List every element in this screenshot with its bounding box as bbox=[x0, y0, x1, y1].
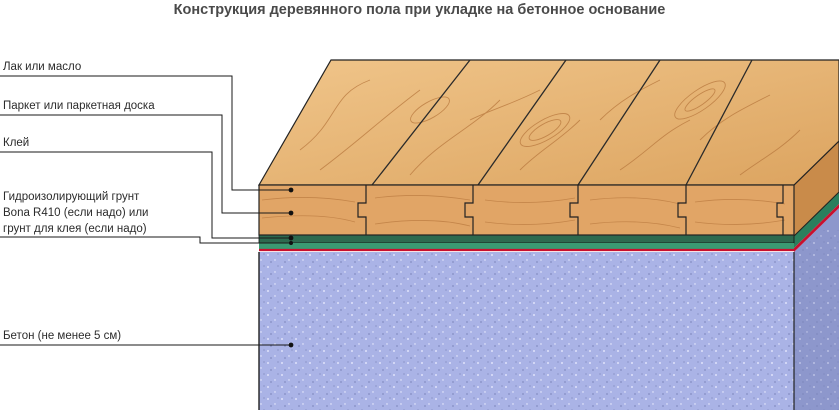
leader-dots bbox=[288, 187, 294, 348]
primer-layer bbox=[259, 243, 794, 249]
front-grain bbox=[261, 195, 786, 229]
label-parquet: Паркет или паркетная доска bbox=[3, 100, 155, 112]
label-glue: Клей bbox=[3, 137, 30, 149]
parquet-front-face bbox=[258, 184, 795, 236]
label-lacquer: Лак или масло bbox=[3, 61, 82, 73]
side-layer-green bbox=[794, 192, 839, 248]
label-primer-line1: Гидроизолирующий грунт bbox=[3, 191, 140, 203]
label-primer-line2: Bona R410 (если надо) или bbox=[3, 207, 149, 219]
label-primer-line3: грунт для клея (если надо) bbox=[3, 223, 147, 235]
diagram-title: Конструкция деревянного пола при укладке… bbox=[173, 2, 666, 18]
tongue-groove-joints bbox=[357, 185, 784, 235]
label-concrete: Бетон (не менее 5 см) bbox=[3, 330, 122, 342]
wood-grain bbox=[299, 79, 801, 176]
concrete-side-texture bbox=[794, 230, 839, 410]
glue-layer bbox=[258, 234, 795, 244]
side-layer-red bbox=[794, 204, 839, 252]
concrete-texture bbox=[259, 252, 794, 410]
board-seams bbox=[371, 59, 753, 186]
leader-lines bbox=[0, 75, 291, 346]
